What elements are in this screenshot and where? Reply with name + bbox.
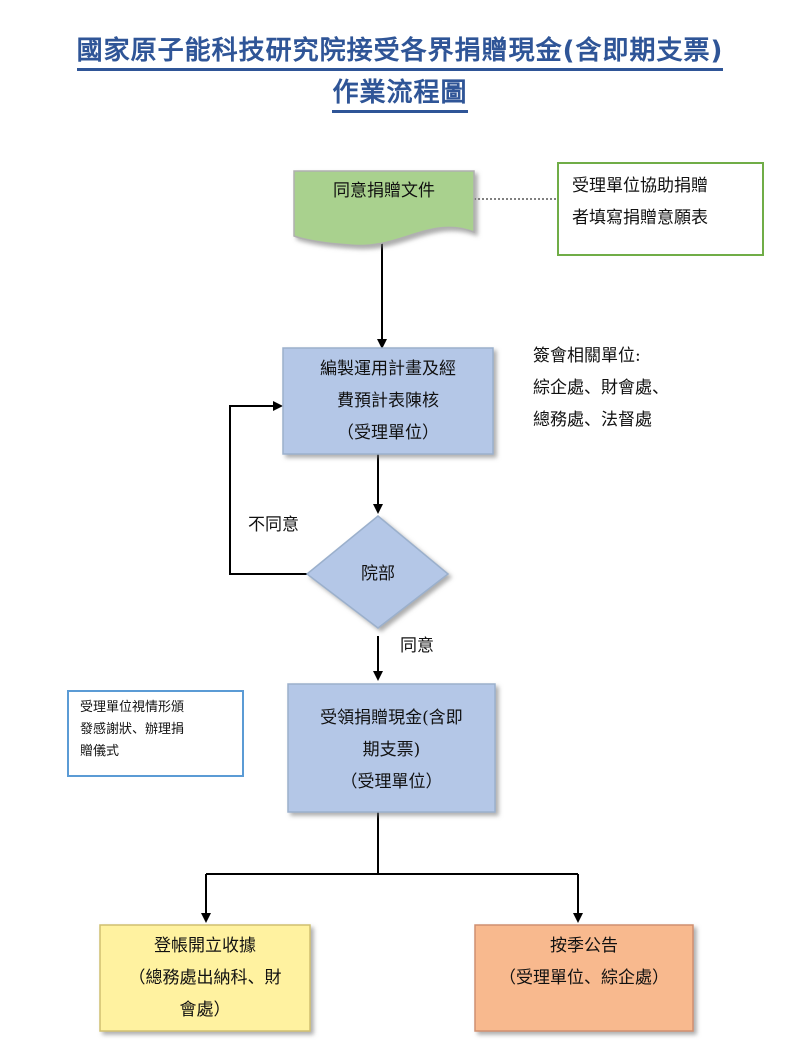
page-title: 國家原子能科技研究院接受各界捐贈現金(含即期支票) (0, 30, 800, 71)
consent-document-shape (293, 170, 475, 247)
plan-process-label: 編製運用計畫及經 費預計表陳核 （受理單位） (320, 359, 456, 443)
donor-form-note-box (557, 162, 764, 256)
edge-split (206, 812, 578, 875)
thanks-note: 受理單位視情形頒 發感謝狀、辦理捐 贈儀式 (80, 700, 185, 759)
countersign-note: 簽會相關單位: 綜企處、財會處、 總務處、法督處 (533, 346, 669, 430)
decision-label: 院部 (361, 564, 395, 584)
page-subtitle: 作業流程圖 (0, 72, 800, 113)
receipt-process-box (99, 924, 311, 1032)
decision-diamond (305, 515, 450, 629)
announce-process-label: 按季公告 （受理單位、綜企處） (499, 936, 669, 988)
donor-form-note: 受理單位協助捐贈 者填寫捐贈意願表 (572, 176, 708, 228)
thanks-note-box (67, 690, 244, 777)
receive-process-box (287, 683, 496, 813)
reject-edge-label: 不同意 (248, 515, 299, 535)
plan-process-box (282, 347, 494, 455)
receipt-process-label: 登帳開立收據 （總務處出納科、財 會處） (128, 936, 282, 1020)
announce-process-box (474, 924, 694, 1032)
approve-edge-label: 同意 (400, 636, 434, 656)
edge-reject-loop (229, 401, 307, 575)
consent-document-label: 同意捐贈文件 (333, 181, 435, 201)
receive-process-label: 受領捐贈現金(含即 期支票) （受理單位） (320, 708, 463, 792)
